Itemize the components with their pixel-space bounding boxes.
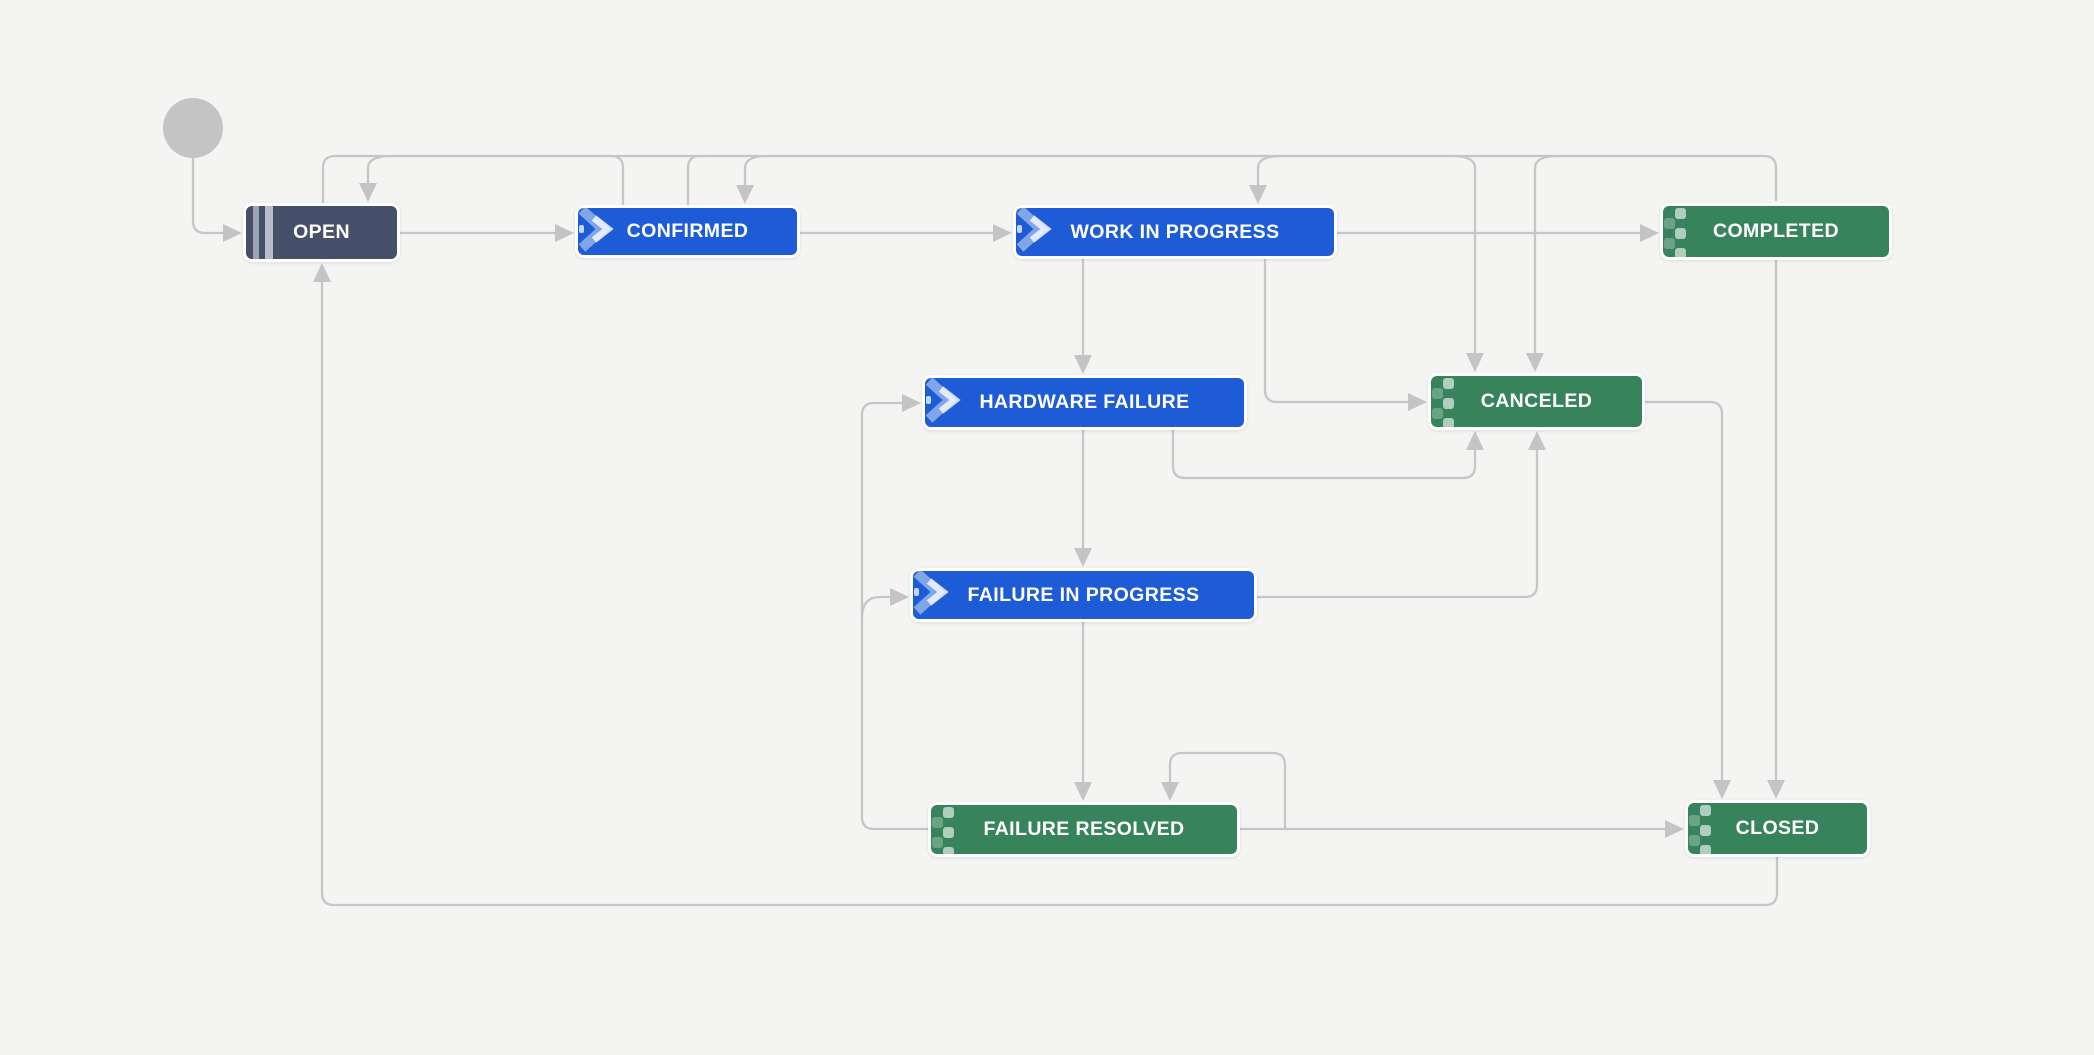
edge-resolved-to-fip <box>860 588 909 619</box>
chevron-double-icon <box>1016 208 1059 256</box>
edge-wip-to-canceled <box>1263 259 1427 411</box>
edge-start-to-open <box>191 158 242 242</box>
edge-resolved-self-loop <box>1161 751 1287 829</box>
checker-flag-icon <box>1431 376 1455 427</box>
checker-flag-icon <box>931 805 955 854</box>
edge-fip-to-canceled <box>1257 431 1546 599</box>
status-label: HARDWARE FAILURE <box>979 391 1190 413</box>
edge-canceled-to-closed <box>1645 400 1731 799</box>
edge-bus-to-open <box>359 154 393 202</box>
edge-bus-to-canceled-1 <box>1451 154 1484 372</box>
status-node-canceled[interactable]: CANCELED <box>1428 373 1645 430</box>
chevron-double-icon <box>578 208 621 255</box>
status-label: CONFIRMED <box>626 220 749 242</box>
start-node-circle[interactable] <box>163 98 223 158</box>
edge-bus-to-wip <box>1249 154 1282 204</box>
edge-confirmed-up-right <box>686 154 712 205</box>
checker-flag-icon <box>1663 206 1687 257</box>
status-node-confirmed[interactable]: CONFIRMED <box>575 205 800 258</box>
edge-confirmed-up-left <box>598 154 625 205</box>
status-node-completed[interactable]: COMPLETED <box>1660 203 1892 260</box>
status-node-failure-resolved[interactable]: FAILURE RESOLVED <box>928 802 1240 857</box>
chevron-double-icon <box>925 378 968 427</box>
edge-bus-to-confirmed <box>736 154 769 204</box>
edge-hardware-to-canceled <box>1171 430 1484 480</box>
status-label: CANCELED <box>1480 390 1593 412</box>
edge-bus-to-canceled-2 <box>1526 154 1559 372</box>
status-label: WORK IN PROGRESS <box>1070 220 1280 243</box>
edge-closed-to-open <box>313 263 1779 907</box>
pause-bars-icon <box>246 206 280 259</box>
checker-flag-icon <box>1688 803 1712 854</box>
status-node-hardware-failure[interactable]: HARDWARE FAILURE <box>922 375 1247 430</box>
status-label: FAILURE IN PROGRESS <box>967 583 1200 606</box>
status-node-failure-in-progress[interactable]: FAILURE IN PROGRESS <box>910 568 1257 622</box>
status-label: COMPLETED <box>1712 220 1840 242</box>
status-label: CLOSED <box>1735 817 1820 839</box>
status-label: OPEN <box>293 221 350 243</box>
status-node-open[interactable]: OPEN <box>243 203 400 262</box>
status-node-work-in-progress[interactable]: WORK IN PROGRESS <box>1013 205 1337 259</box>
status-label: FAILURE RESOLVED <box>983 818 1185 840</box>
chevron-double-icon <box>913 571 956 619</box>
status-node-closed[interactable]: CLOSED <box>1685 800 1870 857</box>
edge-top-bus <box>321 154 1778 203</box>
